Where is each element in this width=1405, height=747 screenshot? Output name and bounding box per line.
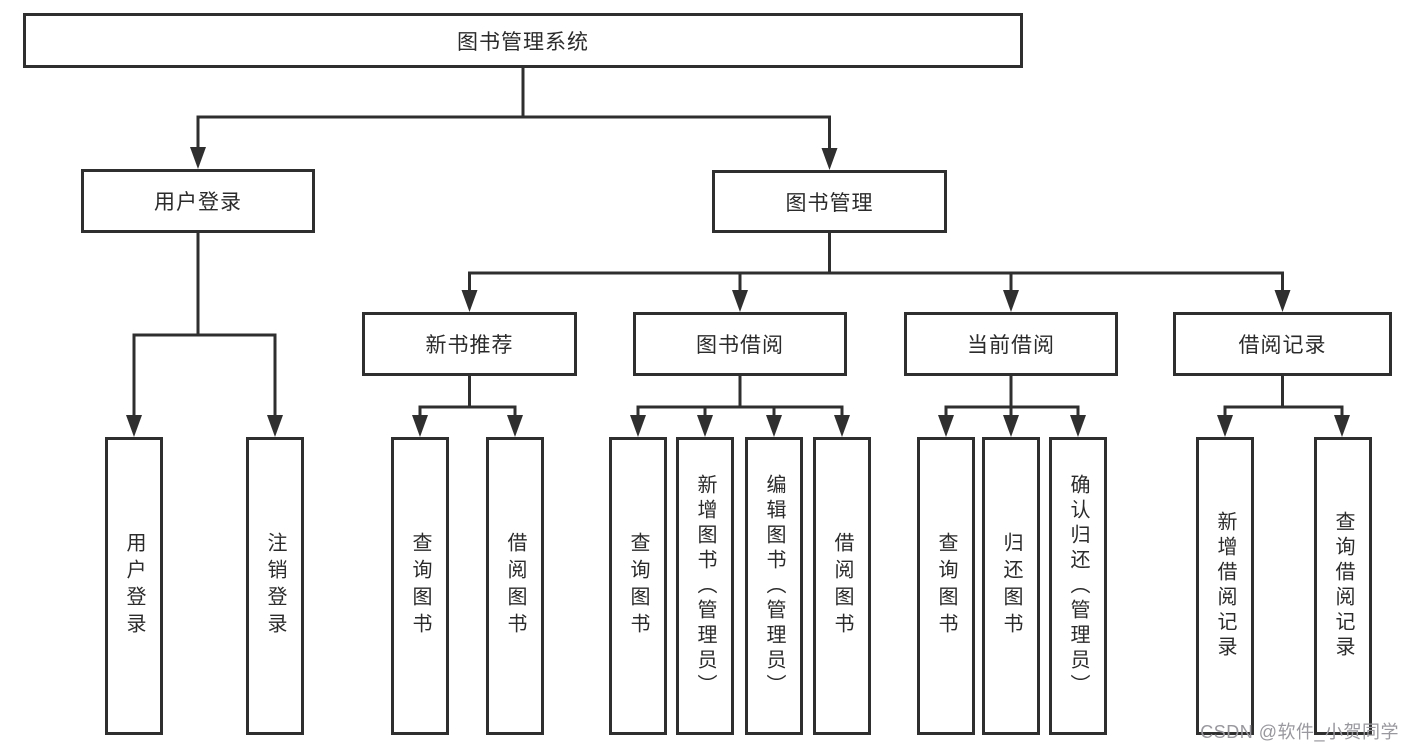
node-leaf-edit-book-admin: 编辑图书（管理员） [745, 437, 803, 735]
node-label-user-login: 用户登录 [154, 191, 242, 214]
node-leaf-query-borrow-rec: 查询借阅记录 [1314, 437, 1372, 735]
node-label-new-book-rec: 新书推荐 [425, 334, 514, 357]
node-borrow-record: 借阅记录 [1173, 312, 1392, 376]
node-label-current-borrow: 当前借阅 [967, 334, 1055, 357]
node-label-leaf-user-login: 用户登录 [123, 532, 145, 640]
node-leaf-return-book: 归还图书 [982, 437, 1040, 735]
node-leaf-user-login: 用户登录 [105, 437, 163, 735]
node-leaf-add-borrow-rec: 新增借阅记录 [1196, 437, 1254, 735]
node-book-borrow: 图书借阅 [633, 312, 847, 376]
node-label-leaf-add-book-admin: 新增图书（管理员） [694, 473, 716, 699]
node-leaf-query-book-3: 查询图书 [917, 437, 975, 735]
node-leaf-confirm-return: 确认归还（管理员） [1049, 437, 1107, 735]
node-label-leaf-return-book: 归还图书 [1000, 532, 1022, 640]
node-label-leaf-borrow-book-1: 借阅图书 [504, 532, 526, 640]
node-leaf-query-book-2: 查询图书 [609, 437, 667, 735]
node-label-leaf-query-book-1: 查询图书 [409, 532, 431, 640]
node-label-leaf-edit-book-admin: 编辑图书（管理员） [763, 473, 785, 699]
node-label-leaf-query-book-2: 查询图书 [627, 532, 649, 640]
node-leaf-borrow-book-2: 借阅图书 [813, 437, 871, 735]
node-label-leaf-query-book-3: 查询图书 [935, 532, 957, 640]
node-leaf-logout: 注销登录 [246, 437, 304, 735]
node-label-leaf-query-borrow-rec: 查询借阅记录 [1332, 511, 1354, 661]
node-leaf-query-book-1: 查询图书 [391, 437, 449, 735]
node-user-login: 用户登录 [81, 169, 315, 233]
node-label-book-mgmt: 图书管理 [785, 191, 874, 215]
node-leaf-add-book-admin: 新增图书（管理员） [676, 437, 734, 735]
watermark: CSDN @软件_小贺同学 [1200, 722, 1399, 742]
node-label-leaf-confirm-return: 确认归还（管理员） [1067, 473, 1089, 699]
node-label-book-borrow: 图书借阅 [696, 334, 784, 357]
node-label-root: 图书管理系统 [457, 30, 589, 54]
node-new-book-rec: 新书推荐 [362, 312, 577, 376]
node-current-borrow: 当前借阅 [904, 312, 1118, 376]
node-label-leaf-logout: 注销登录 [264, 532, 286, 640]
node-leaf-borrow-book-1: 借阅图书 [486, 437, 544, 735]
node-label-borrow-record: 借阅记录 [1238, 334, 1327, 357]
node-label-leaf-add-borrow-rec: 新增借阅记录 [1214, 511, 1236, 661]
node-root: 图书管理系统 [23, 13, 1023, 68]
node-book-mgmt: 图书管理 [712, 170, 947, 233]
node-label-leaf-borrow-book-2: 借阅图书 [831, 532, 853, 640]
